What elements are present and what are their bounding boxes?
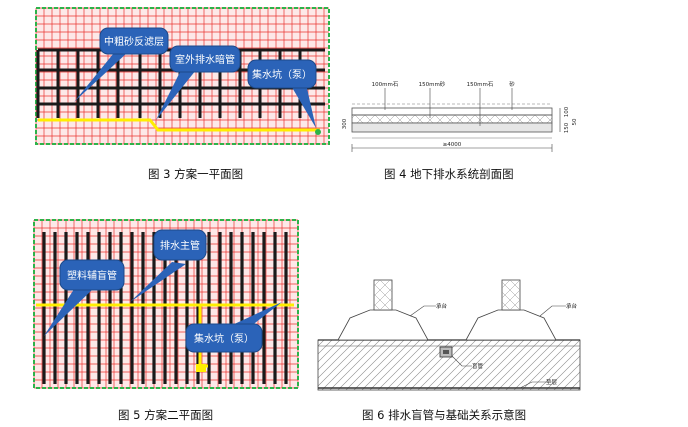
- fig3-caption: 图 3 方案一平面图: [148, 167, 244, 181]
- fig6-label-blind-pipe: 盲管: [472, 362, 484, 370]
- fig6-foundation: 承台 承台 盲管 垫层: [317, 279, 581, 391]
- fig5-callout-plastic-label: 塑料辅盲管: [67, 269, 117, 282]
- fig3-callout-sump-label: 集水坑（泵）: [252, 68, 312, 81]
- fig4-layer-stone: [351, 122, 553, 133]
- fig6-label-cap-left: 承台: [436, 302, 448, 310]
- fig3-sump-marker: [315, 129, 321, 135]
- fig3-green-border: [35, 7, 330, 145]
- fig3-callout-sump: 集水坑（泵）: [247, 59, 317, 128]
- fig4-section: 100mm石 150mm砂 150mm石 砂 300 ≥4000 150 100…: [342, 80, 578, 152]
- fig6-pile-cap-left: [337, 309, 429, 341]
- fig4-dim-50: 50: [572, 118, 578, 125]
- fig3-callout-outdoor-pipe: 室外排水暗管: [156, 45, 241, 120]
- fig3-callout-sand-filter: 中粗砂反滤层: [74, 27, 169, 102]
- fig4-leaders: [351, 88, 561, 152]
- fig5-callout-plastic: 塑料辅盲管: [44, 259, 125, 336]
- fig5-callout-main: 排水主管: [130, 229, 207, 302]
- fig4-label-stone150: 150mm石: [467, 81, 494, 88]
- fig4-label-sand150: 150mm砂: [419, 80, 446, 88]
- fig4-dim-300: 300: [342, 118, 348, 129]
- fig5-plan: 排水主管 塑料辅盲管 集水坑（泵）: [33, 219, 299, 389]
- fig5-callout-sump: 集水坑（泵）: [185, 302, 282, 353]
- fig4-label-sand: 砂: [509, 80, 515, 88]
- fig4-label-stone100: 100mm石: [372, 81, 399, 88]
- fig5-green-border: [33, 219, 299, 389]
- fig5-caption: 图 5 方案二平面图: [118, 408, 214, 422]
- fig4-caption: 图 4 地下排水系统剖面图: [384, 167, 514, 181]
- fig3-plan: 中粗砂反滤层 室外排水暗管 集水坑（泵）: [35, 7, 330, 145]
- fig6-caption: 图 6 排水盲管与基础关系示意图: [362, 408, 527, 422]
- fig4-dim-100: 100: [564, 106, 570, 117]
- fig4-dim-150: 150: [564, 122, 570, 133]
- fig4-layer-top: [351, 107, 553, 116]
- fig4-layer-sand: [351, 114, 553, 124]
- fig6-label-cushion: 垫层: [546, 378, 558, 386]
- fig5-callout-sump-label: 集水坑（泵）: [194, 332, 254, 345]
- fig3-callout-outdoor-pipe-label: 室外排水暗管: [175, 53, 235, 66]
- fig5-secondary-pipes: [42, 232, 288, 384]
- fig5-sump-marker: [196, 364, 206, 372]
- fig5-callout-main-label: 排水主管: [160, 239, 200, 252]
- fig4-dim-4000: ≥4000: [443, 142, 462, 148]
- fig6-label-cap-right: 承台: [566, 302, 578, 310]
- fig3-yellow-outer-pipe: [38, 118, 320, 132]
- fig6-pile-cap-right: [465, 309, 557, 341]
- fig3-callout-sand-filter-label: 中粗砂反滤层: [104, 35, 164, 48]
